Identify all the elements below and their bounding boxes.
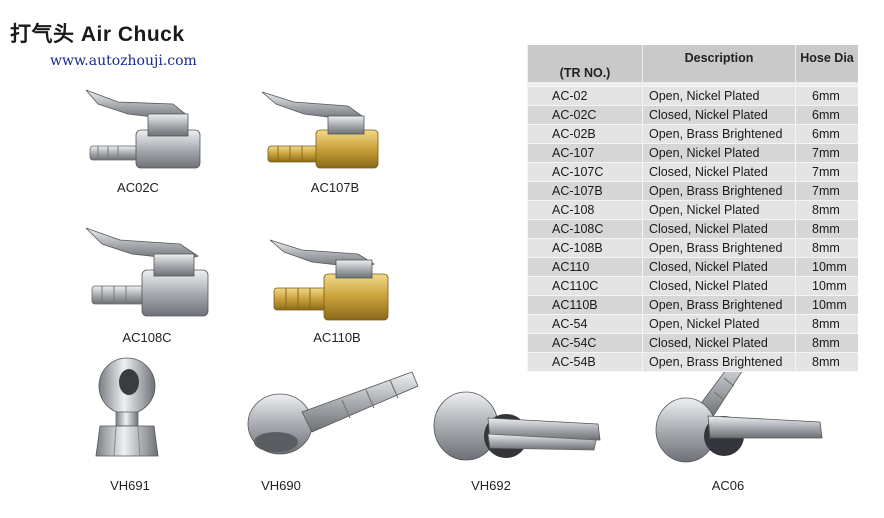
cell-tr-no: AC-107 xyxy=(527,143,643,163)
lever-chuck-icon xyxy=(85,89,201,169)
cell-hose-dia: 8mm xyxy=(795,333,858,353)
product-ac108c xyxy=(80,222,220,322)
cell-description: Open, Brass Brightened xyxy=(642,124,796,144)
cell-description: Open, Nickel Plated xyxy=(642,314,796,334)
cell-hose-dia: 10mm xyxy=(795,295,858,315)
cell-tr-no: AC-54C xyxy=(527,333,643,353)
cell-hose-dia: 8mm xyxy=(795,352,858,372)
cell-tr-no: AC-54 xyxy=(527,314,643,334)
product-label: AC107B xyxy=(310,180,360,195)
cell-hose-dia: 8mm xyxy=(795,314,858,334)
ball-chuck-icon xyxy=(95,357,159,457)
product-label: VH690 xyxy=(261,478,301,493)
cell-tr-no: AC-108C xyxy=(527,219,643,239)
cell-hose-dia: 7mm xyxy=(795,143,858,163)
product-label: AC06 xyxy=(711,478,745,493)
cell-description: Open, Brass Brightened xyxy=(642,352,796,372)
product-label: VH692 xyxy=(471,478,511,493)
clip-chuck-angled-icon xyxy=(655,353,823,463)
cell-description: Open, Nickel Plated xyxy=(642,86,796,106)
cell-tr-no: AC-02B xyxy=(527,124,643,144)
cell-tr-no: AC-108B xyxy=(527,238,643,258)
product-ac02c xyxy=(78,84,218,174)
cell-description: Open, Brass Brightened xyxy=(642,181,796,201)
cell-tr-no: AC110B xyxy=(527,295,643,315)
page-title: 打气头 Air Chuck xyxy=(10,23,185,46)
cell-description: Closed, Nickel Plated xyxy=(642,219,796,239)
product-ac06 xyxy=(652,350,827,470)
cell-description: Open, Nickel Plated xyxy=(642,200,796,220)
cell-hose-dia: 6mm xyxy=(795,105,858,125)
product-ac107b xyxy=(258,88,388,176)
cell-hose-dia: 7mm xyxy=(795,162,858,182)
header-hose-dia: Hose Dia xyxy=(795,45,858,82)
lever-chuck-icon xyxy=(85,227,209,317)
cell-tr-no: AC-107C xyxy=(527,162,643,182)
cell-description: Closed, Nickel Plated xyxy=(642,105,796,125)
cell-description: Open, Nickel Plated xyxy=(642,143,796,163)
cell-hose-dia: 10mm xyxy=(795,257,858,277)
cell-description: Closed, Nickel Plated xyxy=(642,333,796,353)
cell-tr-no: AC-107B xyxy=(527,181,643,201)
cell-tr-no: AC110 xyxy=(527,257,643,277)
clip-chuck-icon xyxy=(433,391,601,461)
product-ac110b xyxy=(266,234,396,326)
website-url[interactable]: www.autozhouji.com xyxy=(50,53,197,69)
product-label: AC02C xyxy=(117,180,159,195)
cell-description: Closed, Nickel Plated xyxy=(642,257,796,277)
product-label: AC108C xyxy=(122,330,172,345)
ball-foot-chuck-icon xyxy=(247,371,419,455)
cell-tr-no: AC-108 xyxy=(527,200,643,220)
cell-tr-no: AC-02 xyxy=(527,86,643,106)
cell-tr-no: AC110C xyxy=(527,276,643,296)
cell-description: Closed, Nickel Plated xyxy=(642,276,796,296)
cell-hose-dia: 8mm xyxy=(795,219,858,239)
cell-hose-dia: 8mm xyxy=(795,200,858,220)
cell-tr-no: AC-02C xyxy=(527,105,643,125)
cell-description: Closed, Nickel Plated xyxy=(642,162,796,182)
header-description: Description xyxy=(642,45,796,82)
product-vh692 xyxy=(430,378,605,473)
cell-hose-dia: 6mm xyxy=(795,124,858,144)
table-header-row: (TR NO.) Description Hose Dia xyxy=(527,45,858,82)
cell-hose-dia: 10mm xyxy=(795,276,858,296)
cell-hose-dia: 6mm xyxy=(795,86,858,106)
product-label: VH691 xyxy=(110,478,150,493)
table-spacer xyxy=(527,82,858,87)
lever-chuck-icon xyxy=(261,91,379,169)
cell-hose-dia: 8mm xyxy=(795,238,858,258)
header-tr-no: (TR NO.) xyxy=(527,45,643,82)
product-vh691 xyxy=(92,356,162,468)
lever-chuck-icon xyxy=(269,239,389,321)
cell-description: Open, Brass Brightened xyxy=(642,238,796,258)
cell-tr-no: AC-54B xyxy=(527,352,643,372)
cell-description: Open, Brass Brightened xyxy=(642,295,796,315)
cell-hose-dia: 7mm xyxy=(795,181,858,201)
product-vh690 xyxy=(242,366,422,466)
product-label: AC110B xyxy=(313,330,361,345)
